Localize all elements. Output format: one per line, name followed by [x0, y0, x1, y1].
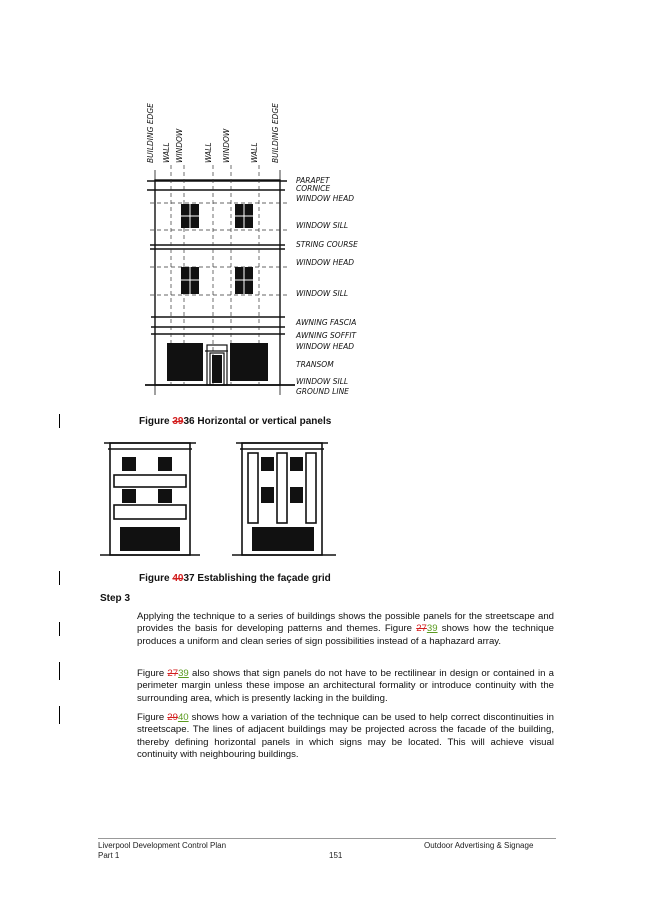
top-label: WALL: [250, 142, 259, 163]
change-bar: [59, 622, 60, 636]
side-label: WINDOW SILL: [296, 377, 348, 386]
side-label: PARAPET: [296, 176, 331, 185]
figure-facade-grid: [100, 442, 336, 556]
change-bar: [59, 662, 60, 680]
top-label: WINDOW: [222, 128, 231, 163]
top-label: BUILDING EDGE: [146, 103, 155, 163]
figure-caption-1: Figure 3936 Horizontal or vertical panel…: [139, 416, 332, 427]
side-label: WINDOW HEAD: [296, 342, 354, 351]
side-label: GROUND LINE: [296, 387, 349, 396]
top-label: WALL: [204, 142, 213, 163]
top-labels: BUILDING EDGE WALL WINDOW WALL WINDOW WALL BUI…: [146, 103, 280, 163]
top-label: WALL: [162, 142, 171, 163]
footer-rule: [98, 838, 556, 839]
paragraph-2: Figure 2739 also shows that sign panels …: [137, 668, 554, 704]
side-label: WINDOW SILL: [296, 221, 348, 230]
side-label: STRING COURSE: [296, 240, 358, 249]
step-heading: Step 3: [100, 593, 131, 604]
side-label: CORNICE: [296, 184, 330, 193]
paragraph-3: Figure 2940 shows how a variation of the…: [137, 712, 555, 760]
side-label: AWNING SOFFIT: [295, 331, 358, 340]
change-bar: [59, 414, 60, 428]
top-label: BUILDING EDGE: [271, 103, 280, 163]
side-label: WINDOW HEAD: [296, 258, 354, 267]
side-label: TRANSOM: [296, 360, 334, 369]
change-bar: [59, 706, 60, 724]
figure-building-elevation: BUILDING EDGE WALL WINDOW WALL WINDOW WALL BUI…: [145, 103, 358, 396]
footer-section-title: Outdoor Advertising & Signage: [424, 841, 534, 850]
side-label: AWNING FASCIA: [295, 318, 356, 327]
paragraph-1: Applying the technique to a series of bu…: [137, 611, 554, 647]
side-label: WINDOW SILL: [296, 289, 348, 298]
side-label: WINDOW HEAD: [296, 194, 354, 203]
top-label: WINDOW: [175, 128, 184, 163]
footer-part: Part 1: [98, 851, 120, 860]
footer-page-number: 151: [329, 851, 343, 860]
change-bar: [59, 571, 60, 585]
footer-document-title: Liverpool Development Control Plan: [98, 841, 227, 850]
figure-caption-2: Figure 4037 Establishing the façade grid: [139, 573, 331, 584]
